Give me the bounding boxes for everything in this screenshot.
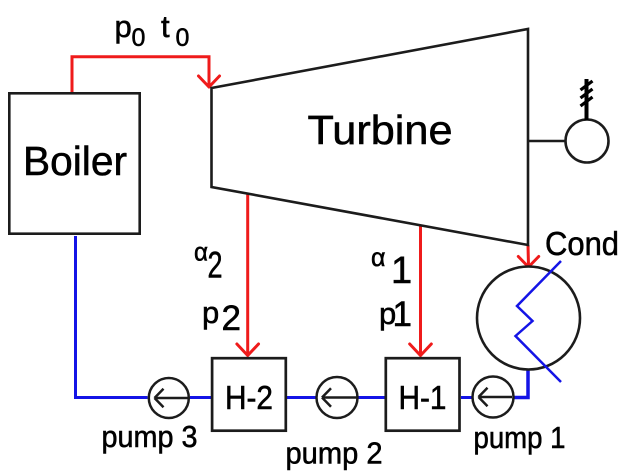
svg-text:H-1: H-1 [399,379,447,416]
svg-text:2: 2 [222,299,241,338]
svg-text:pump 1: pump 1 [474,420,566,455]
svg-text:2: 2 [208,245,223,286]
svg-text:Boiler: Boiler [23,138,127,184]
svg-text:pump 3: pump 3 [102,419,198,454]
svg-text:p: p [379,296,396,331]
svg-text:α: α [194,237,208,267]
svg-text:0: 0 [132,24,146,52]
svg-text:0: 0 [176,24,190,52]
svg-text:t: t [161,9,170,44]
svg-text:Turbine: Turbine [308,107,453,153]
svg-text:p: p [202,295,219,330]
svg-text:1: 1 [393,295,412,334]
svg-text:Cond: Cond [545,225,619,262]
svg-text:H-2: H-2 [225,379,273,416]
svg-text:pump 2: pump 2 [286,436,383,471]
svg-text:α: α [371,242,386,272]
svg-text:1: 1 [391,250,412,292]
svg-text:p: p [115,9,132,44]
